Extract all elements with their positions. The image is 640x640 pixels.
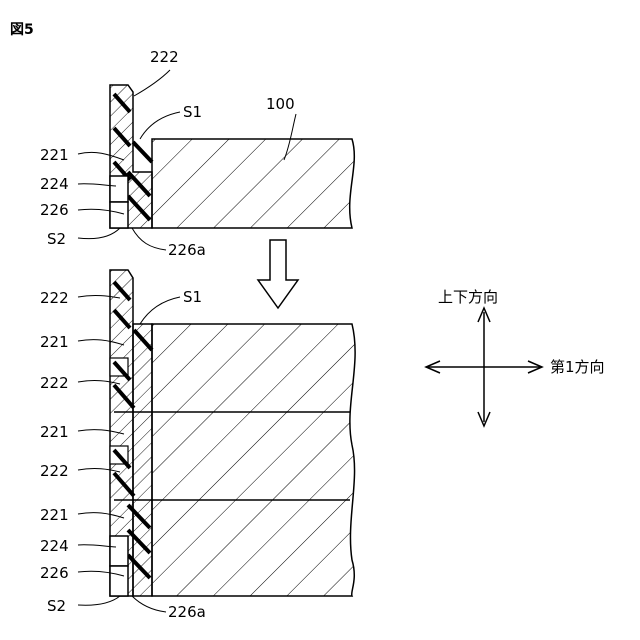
lip-block [110,202,128,228]
label-221-b1: 221 [40,333,69,351]
figure-title: 図5 [10,22,34,38]
label-226a-bottom: 226a [168,603,206,621]
label-221-b3: 221 [40,506,69,524]
leader-222-top [134,70,170,96]
label-226-top: 226 [40,201,69,219]
label-224-bottom: 224 [40,537,69,555]
leader-s2-bottom [78,596,120,605]
label-222-top: 222 [150,48,179,66]
leader-s1-bottom [140,297,180,324]
label-222-b3: 222 [40,462,69,480]
lip-block-bottom [110,566,128,596]
label-s1-top: S1 [183,103,202,121]
label-222-b2: 222 [40,374,69,392]
leader-226a-top [132,228,166,250]
label-222-b1: 222 [40,289,69,307]
label-first-direction: 第1方向 [550,358,605,376]
leader-s2-top [78,228,120,239]
label-100: 100 [266,95,295,113]
label-226a-top: 226a [168,241,206,259]
label-224-top: 224 [40,175,69,193]
rib-notch [110,176,128,202]
down-arrow [258,240,298,308]
bottom-assembly [110,270,355,596]
body-block [152,139,354,228]
top-assembly [110,85,354,228]
leader-s1-top [140,112,180,139]
label-vertical-direction: 上下方向 [438,288,498,306]
body-stack [152,324,355,596]
leader-226a-bottom [132,596,166,612]
label-221-b2: 221 [40,423,69,441]
label-221-top: 221 [40,146,69,164]
label-226-bottom: 226 [40,564,69,582]
label-s1-bottom: S1 [183,288,202,306]
direction-legend [426,308,542,426]
rib-notch-bottom [110,536,128,566]
label-s2-top: S2 [47,230,66,248]
label-s2-bottom: S2 [47,597,66,615]
